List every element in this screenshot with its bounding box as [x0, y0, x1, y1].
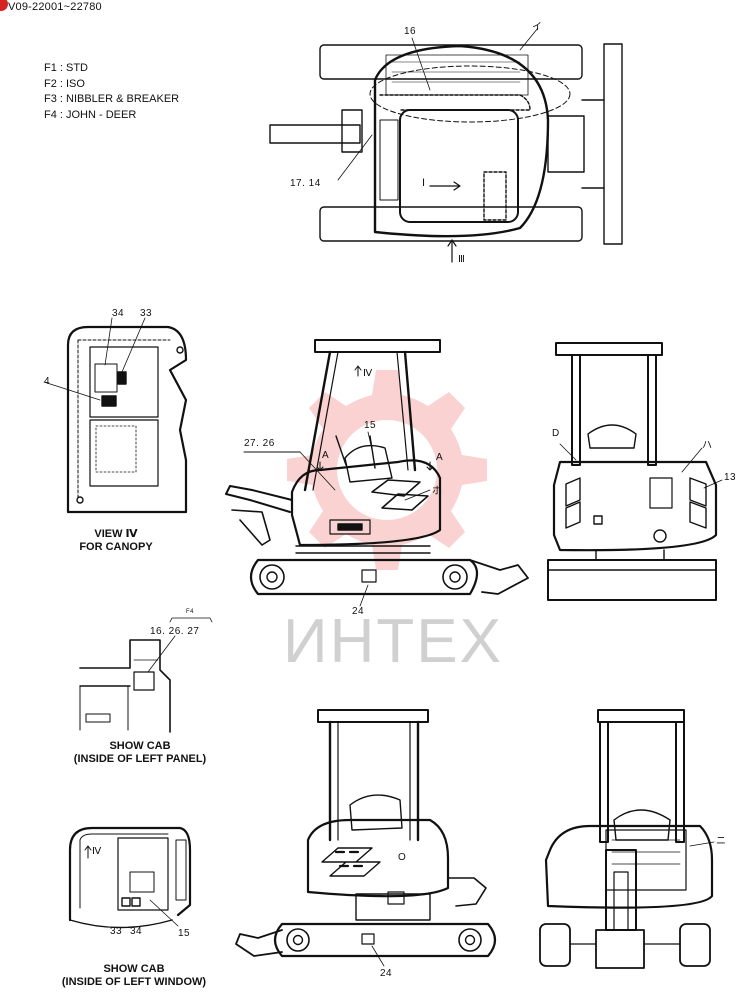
callout-15-side: 15 — [364, 420, 377, 431]
legend-item-f1: F1 : STD — [44, 62, 89, 74]
callout-a-right: A — [436, 452, 444, 463]
callout-i: イ — [532, 22, 543, 33]
caption-cab-left-panel: SHOW CAB (INSIDE OF LEFT PANEL) — [73, 740, 207, 765]
callout-16-26-27: 16. 26. 27 — [150, 626, 200, 637]
caption-view-canopy: VIEW Ⅳ FOR CANOPY — [79, 528, 153, 553]
callout-34-window: 34 — [130, 926, 143, 937]
callout-24-side: 24 — [352, 606, 365, 617]
callout-16: 16 — [404, 26, 417, 37]
rear-view-lower-drawing — [539, 709, 715, 969]
watermark-text: ИНТЕХ — [283, 607, 503, 676]
callout-ha: ハ — [702, 440, 713, 451]
callout-27-26: 27. 26 — [244, 438, 275, 449]
feature-legend: F1 : STD F2 : ISO F3 : NIBBLER & BREAKER… — [44, 61, 179, 123]
callout-33-canopy: 33 — [140, 308, 153, 319]
rear-view-drawing — [547, 342, 723, 601]
callout-view-iv: Ⅳ — [363, 368, 373, 379]
callout-ni: ニ — [716, 836, 727, 847]
legend-item-f2: F2 : ISO — [44, 77, 85, 90]
cab-panel-drawing — [79, 617, 213, 733]
callout-f4-tag: F4 — [186, 609, 195, 615]
top-view-drawing — [269, 27, 623, 263]
callout-4: 4 — [44, 376, 51, 387]
callout-o: O — [398, 852, 407, 863]
side-view-drawing — [225, 339, 529, 607]
callout-window-iv: Ⅳ — [92, 846, 102, 857]
callout-ho: ホ — [432, 486, 443, 497]
legend-item-f3: F3 : NIBBLER & BREAKER — [44, 93, 180, 105]
front-side-view-drawing — [235, 709, 497, 967]
callout-17-14: 17. 14 — [290, 178, 321, 189]
record-dot-icon — [0, 0, 8, 11]
serial-range-label: V09-22001~22780 — [0, 0, 102, 13]
callout-33-window: 33 — [110, 926, 123, 937]
canopy-view-drawing — [43, 317, 188, 514]
cab-window-drawing — [68, 826, 192, 929]
legend-item-f4: F4 : JOHN - DEER — [44, 108, 137, 121]
caption-cab-left-window: SHOW CAB (INSIDE OF LEFT WINDOW) — [61, 963, 207, 988]
callout-15-window: 15 — [178, 928, 191, 939]
callout-view-i: I — [422, 177, 426, 189]
callout-34-canopy: 34 — [112, 308, 125, 319]
callout-d: D — [552, 428, 560, 439]
callout-a-left: A — [322, 450, 330, 461]
callout-view-iii: Ⅲ — [458, 254, 466, 265]
callout-13: 13 — [724, 472, 737, 483]
callout-24-front: 24 — [380, 968, 393, 979]
